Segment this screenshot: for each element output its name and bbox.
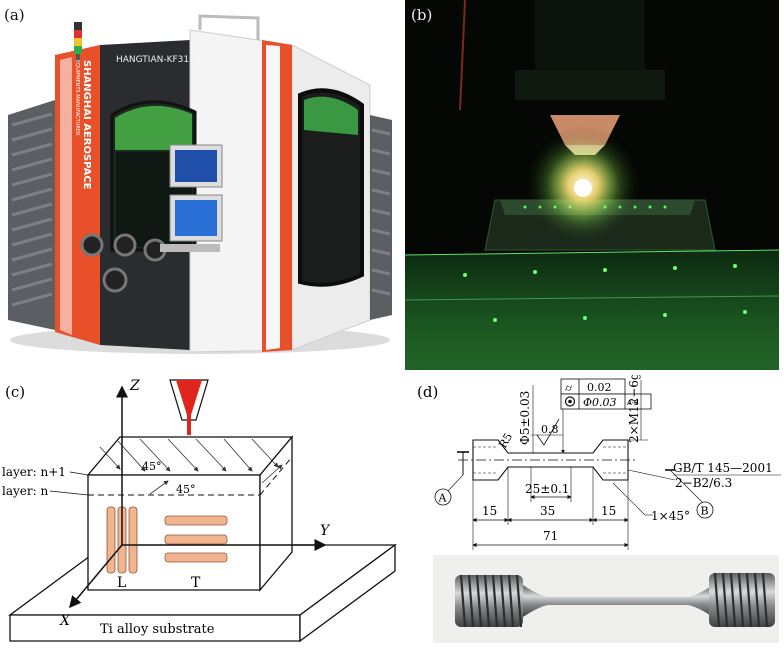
axis-x-label: X bbox=[59, 613, 71, 629]
dim-diameter: Φ5±0.03 bbox=[518, 391, 532, 445]
panel-b-deposition-photo: (b) bbox=[405, 0, 779, 370]
panel-a-machine-photo: (a) bbox=[0, 0, 400, 370]
datum-b-marker bbox=[696, 501, 714, 519]
dim-71: 71 bbox=[543, 529, 558, 543]
angle-top: 45° bbox=[142, 460, 162, 473]
chamfer-note: 1×45° bbox=[651, 509, 690, 523]
panel-label-d: (d) bbox=[417, 383, 438, 401]
left-cabinet bbox=[8, 100, 55, 330]
deposition-scene bbox=[405, 0, 779, 370]
concentricity-icon bbox=[564, 396, 576, 407]
specimen-photo bbox=[433, 555, 779, 643]
thread-spec: 2×M12−6g bbox=[627, 375, 641, 443]
panel-d-specimen-drawing: (d) 15 35 15 25±0.1 71 Φ5±0.0 bbox=[413, 372, 784, 647]
dim-15-right: 15 bbox=[601, 504, 616, 518]
cylindricity-icon: ⌭ bbox=[565, 383, 573, 394]
substrate-label: Ti alloy substrate bbox=[100, 622, 215, 637]
layer-n-label: layer: n bbox=[2, 484, 48, 498]
dim-25: 25±0.1 bbox=[525, 482, 569, 496]
dim-15-left: 15 bbox=[482, 504, 497, 518]
panel-label-b: (b) bbox=[411, 6, 433, 24]
angle-mid: 45° bbox=[176, 483, 196, 496]
datum-b-label: B bbox=[701, 505, 709, 518]
machine-illustration: HANGTIAN-KF315 SHANGHAI AEROSPACE EQUIPM… bbox=[8, 14, 392, 354]
datum-a-marker bbox=[434, 488, 452, 506]
axis-y-label: Y bbox=[320, 523, 331, 539]
tolerance-frame-position: Φ0.03 A-B bbox=[560, 393, 652, 410]
tol-pos-value: Φ0.03 bbox=[583, 396, 617, 409]
machine-brand-subtext: EQUIPMENTS MANUFACTURER bbox=[74, 60, 80, 136]
layer-n1-label: layer: n+1 bbox=[2, 465, 66, 479]
label-L: L bbox=[117, 575, 126, 591]
roughness-value: 0.8 bbox=[541, 423, 559, 436]
axis-z-label: Z bbox=[129, 378, 140, 394]
specimens-T bbox=[164, 515, 228, 563]
machine-model-text: HANGTIAN-KF315 bbox=[116, 55, 195, 65]
scan-schematic: (c) Ti alloy substrate bbox=[2, 378, 397, 643]
panel-label-a: (a) bbox=[4, 6, 25, 24]
laser-nozzle-icon bbox=[169, 379, 209, 435]
tolerance-frame-flatness: ⌭ 0.02 bbox=[560, 378, 626, 395]
label-T: T bbox=[191, 575, 201, 591]
specimen-drawing: (d) 15 35 15 25±0.1 71 Φ5±0.0 bbox=[417, 372, 781, 643]
axis-x-line bbox=[69, 544, 123, 609]
panel-label-c: (c) bbox=[5, 383, 25, 401]
tol-datum-ref: A-B bbox=[627, 399, 639, 407]
panel-c-scan-schematic: (c) Ti alloy substrate bbox=[0, 375, 410, 647]
dim-35: 35 bbox=[540, 504, 555, 518]
machine-brand-text: SHANGHAI AEROSPACE bbox=[81, 60, 92, 190]
centre-hole-note: 2−B2/6.3 bbox=[675, 476, 732, 490]
standard-note: GB/T 145—2001 bbox=[673, 461, 773, 475]
datum-a-label: A bbox=[438, 492, 448, 505]
tol-flat-value: 0.02 bbox=[587, 381, 612, 394]
